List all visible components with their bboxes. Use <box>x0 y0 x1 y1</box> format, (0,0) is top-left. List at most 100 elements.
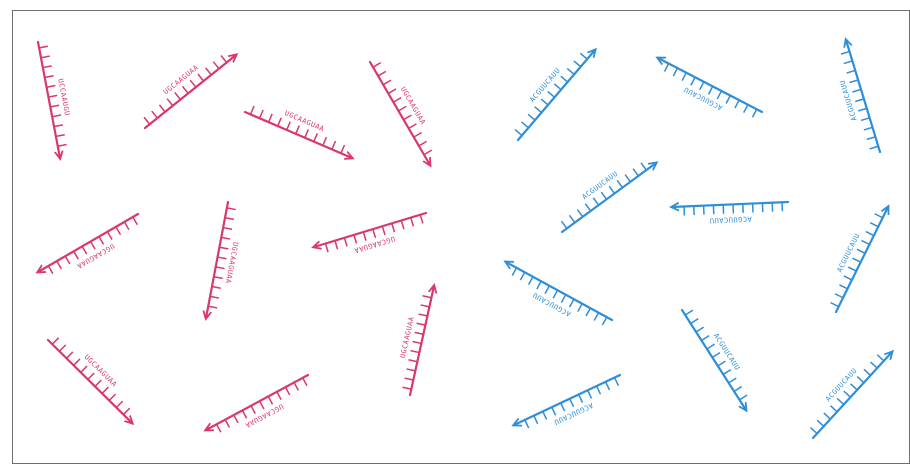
rna-strand-arrow-icon: UGCAAGUAA <box>399 286 434 395</box>
base-tick <box>398 106 406 111</box>
base-tick <box>268 396 272 404</box>
base-tick <box>625 175 630 182</box>
base-tick <box>56 135 65 137</box>
base-tick <box>844 276 852 280</box>
base-tick <box>753 109 757 117</box>
base-tick <box>709 86 713 94</box>
base-tick <box>567 69 574 75</box>
base-tick <box>515 130 522 136</box>
base-tick <box>850 80 859 83</box>
rna-strand-arrow-icon: UCCAAUGU <box>38 42 71 158</box>
base-tick <box>665 64 669 72</box>
base-tick <box>522 122 529 128</box>
base-tick <box>835 294 843 298</box>
base-tick <box>109 394 115 400</box>
base-tick <box>858 108 867 111</box>
base-tick <box>57 261 62 269</box>
base-tick <box>580 53 587 59</box>
base-tick <box>601 192 606 199</box>
base-tick <box>691 77 695 85</box>
strand-backbone <box>38 42 60 158</box>
base-tick <box>707 344 715 349</box>
base-tick <box>392 223 395 232</box>
base-tick <box>278 118 282 126</box>
base-tick <box>175 93 181 100</box>
strand-sequence-label: ACGUUCAUU <box>709 215 752 225</box>
base-tick <box>419 314 428 316</box>
left-strands: UCCAAUGU UGCAAGUAA UGCAAGUAA UGCAAGUAA UGCAA… <box>38 42 434 432</box>
base-tick <box>323 137 327 145</box>
base-tick <box>409 124 417 129</box>
base-tick <box>401 220 404 229</box>
base-tick <box>633 169 638 176</box>
base-tick <box>159 105 165 112</box>
strand-backbone <box>813 352 892 438</box>
rna-strand-arrow-icon: ACGUUCAUU <box>810 352 892 438</box>
base-tick <box>857 249 865 253</box>
base-tick <box>296 126 300 134</box>
base-tick <box>234 415 238 423</box>
rna-strand-arrow-icon: ACGUUCAUU <box>515 50 595 140</box>
base-tick <box>867 137 876 140</box>
base-tick <box>67 352 73 358</box>
base-tick <box>88 373 94 379</box>
base-tick <box>520 272 524 280</box>
base-tick <box>700 82 704 90</box>
rna-strand-arrow-icon: ACGUUCAUU <box>682 310 747 410</box>
base-tick <box>723 370 731 375</box>
base-tick <box>870 146 879 149</box>
base-tick <box>553 290 557 298</box>
base-tick <box>574 61 581 67</box>
rna-strand-arrow-icon: UGCAAGUAA <box>48 338 132 423</box>
base-tick <box>569 215 574 222</box>
base-tick <box>116 227 121 235</box>
base-tick <box>545 286 549 294</box>
base-tick <box>409 360 418 362</box>
base-tick <box>335 241 338 250</box>
base-tick <box>593 198 598 205</box>
base-tick <box>39 46 48 48</box>
base-tick <box>144 117 150 124</box>
base-tick <box>59 345 65 351</box>
base-tick <box>552 407 556 415</box>
base-tick <box>594 313 598 321</box>
base-tick <box>277 392 281 400</box>
strand-sequence-label: ACGUUCAUU <box>712 332 742 372</box>
base-tick <box>712 353 720 358</box>
base-tick <box>183 86 189 93</box>
base-tick <box>423 296 432 298</box>
base-tick <box>52 115 61 117</box>
strand-backbone <box>206 202 228 318</box>
base-tick <box>740 395 748 400</box>
rna-strand-arrow-icon: UGCAAGUAA <box>144 55 236 128</box>
base-tick <box>208 306 217 308</box>
base-tick <box>735 100 739 108</box>
base-tick <box>561 403 565 411</box>
rna-strand-arrow-icon: ACGUUCAUU <box>562 163 656 232</box>
base-tick <box>561 76 568 82</box>
base-tick <box>225 218 234 220</box>
base-tick <box>844 391 851 397</box>
base-tick <box>597 386 601 394</box>
base-tick <box>579 394 583 402</box>
base-tick <box>305 129 309 137</box>
base-tick <box>325 244 328 253</box>
base-tick <box>405 378 414 380</box>
base-tick <box>717 91 721 99</box>
base-tick <box>287 122 291 130</box>
base-tick <box>95 380 101 386</box>
base-tick <box>212 287 221 289</box>
rna-strand-arrow-icon: ACGUUCAUU <box>658 58 762 117</box>
base-tick <box>74 251 79 259</box>
base-tick <box>393 98 401 103</box>
strand-sequence-label: UGCAAGUAA <box>283 109 325 133</box>
base-tick <box>82 246 87 254</box>
rna-strand-arrow-icon: UGCAAGUAA <box>38 214 138 274</box>
base-tick <box>214 277 223 279</box>
rna-strand-arrow-icon: ACGUUCAUU <box>839 40 880 152</box>
base-tick <box>817 420 824 426</box>
base-tick <box>43 66 52 68</box>
base-tick <box>561 295 565 303</box>
base-tick <box>810 427 817 433</box>
